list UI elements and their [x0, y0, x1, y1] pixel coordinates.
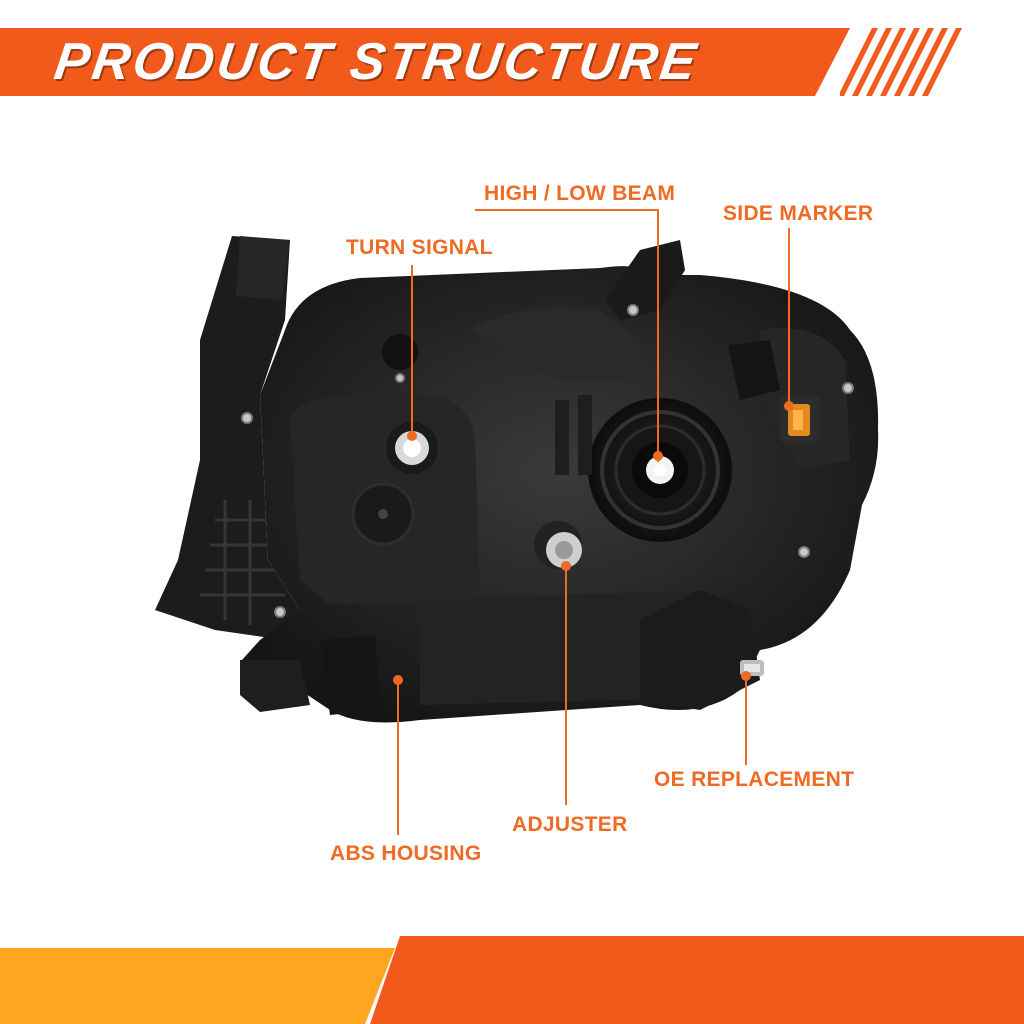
label-oe-replacement: OE REPLACEMENT: [654, 768, 855, 791]
label-abs-housing: ABS HOUSING: [330, 842, 482, 865]
adjuster-knob: [534, 521, 582, 569]
high-low-beam-socket: [588, 398, 732, 542]
footer-orange-band: [370, 936, 1024, 1024]
label-high-low-beam: HIGH / LOW BEAM: [484, 182, 676, 205]
footer-yellow-band: [0, 948, 395, 1024]
banner-stripes-decoration: [840, 28, 962, 96]
label-side-marker: SIDE MARKER: [723, 202, 874, 225]
label-turn-signal: TURN SIGNAL: [346, 236, 493, 259]
callout-dots: [393, 401, 794, 685]
left-mounting-bracket: [155, 236, 300, 640]
header-banner: [0, 28, 850, 96]
label-adjuster: ADJUSTER: [512, 813, 628, 836]
callout-leader-lines: [397, 209, 790, 835]
